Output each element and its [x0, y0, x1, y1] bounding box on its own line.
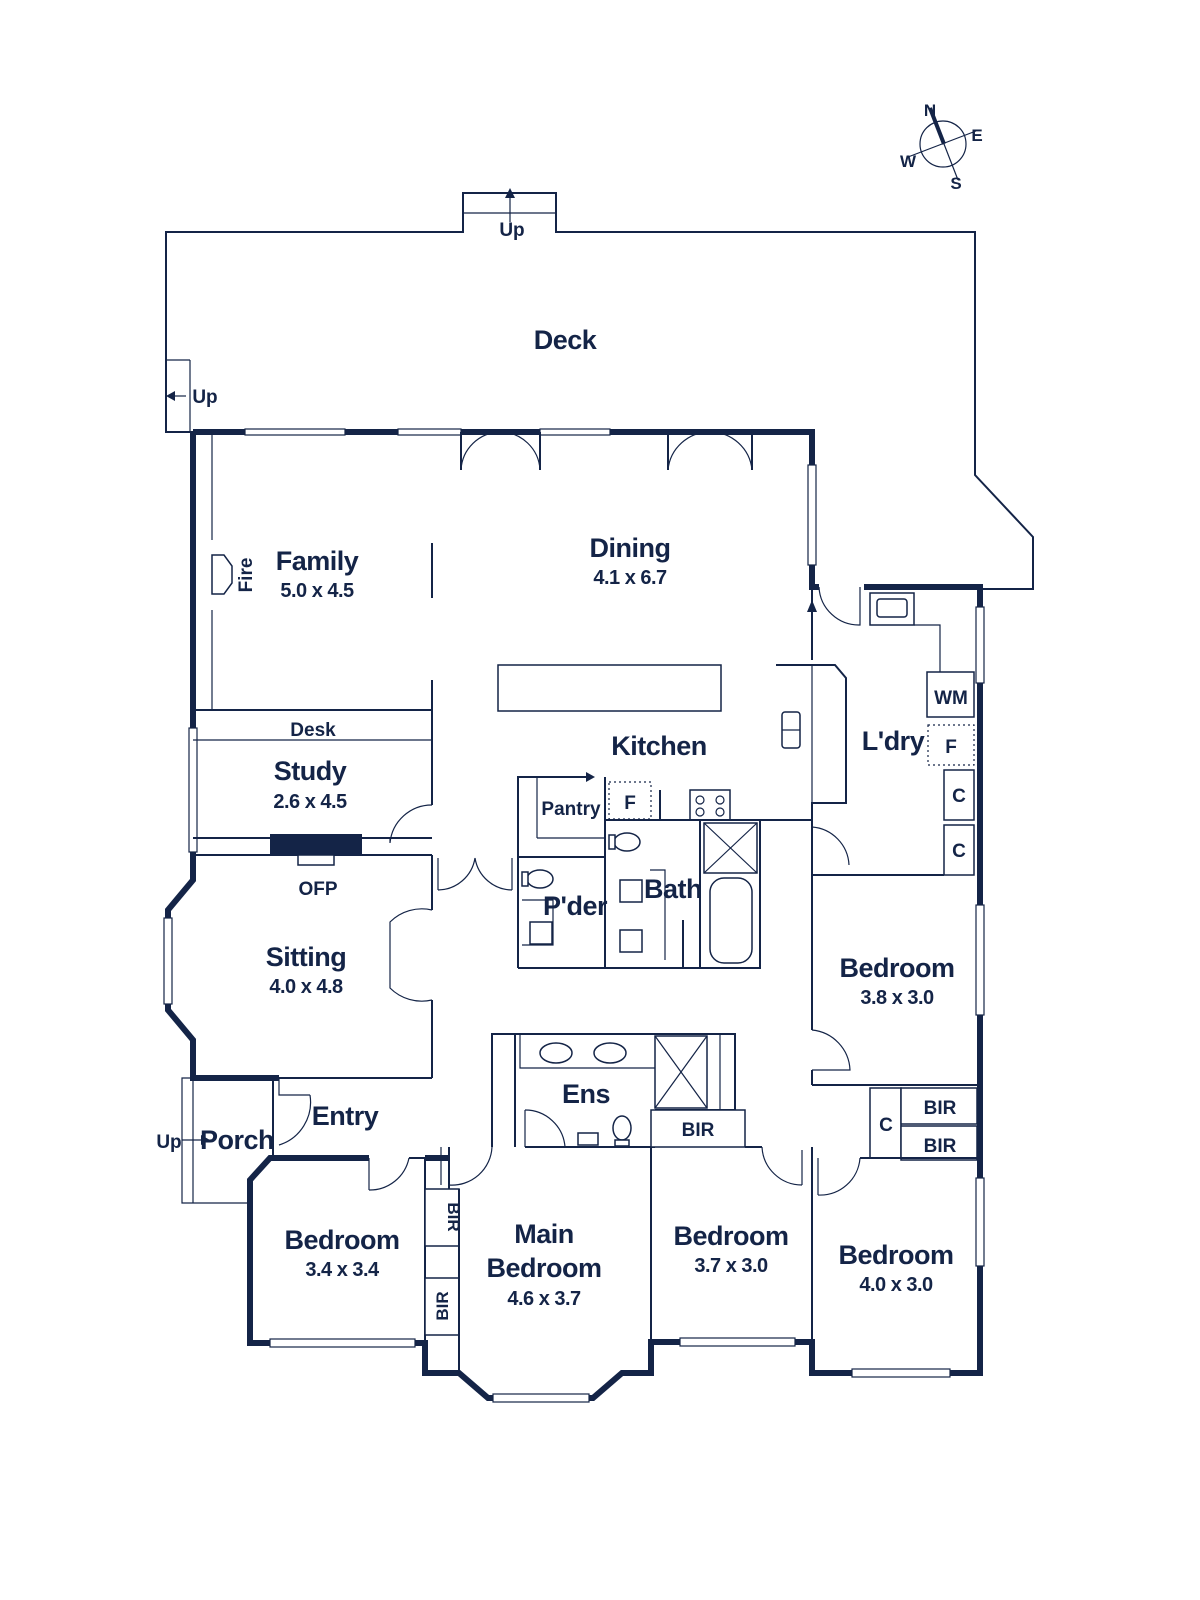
compass-north: N	[924, 101, 936, 120]
bathtub-icon	[709, 877, 753, 964]
laundry-label: L'dry	[862, 726, 925, 756]
main-bedroom-label-2: Bedroom	[486, 1253, 601, 1283]
toilet-icon	[526, 869, 554, 889]
bedroom-mid-size: 3.7 x 3.0	[694, 1255, 768, 1277]
fridge-laundry-label: F	[945, 737, 957, 758]
compass-icon: N E S W	[900, 101, 983, 193]
bir-main-2-label: BIR	[433, 1291, 452, 1320]
bedroom-east-label: Bedroom	[839, 953, 954, 983]
dining-room-size: 4.1 x 6.7	[593, 567, 667, 589]
bir-hall-2	[900, 1125, 978, 1161]
bir-main-1-label: BIR	[444, 1202, 463, 1231]
pantry-label: Pantry	[541, 799, 601, 820]
kitchen-island	[497, 664, 722, 712]
sitting-room-label: Sitting	[266, 942, 346, 972]
sitting-room: Sitting 4.0 x 4.8	[193, 855, 513, 1079]
cupboard-laundry-1	[943, 769, 975, 821]
ensuite-toilet-icon	[612, 1115, 632, 1141]
bedroom-west: Bedroom 3.4 x 3.4	[284, 1158, 426, 1343]
fireplace-label: Fire	[236, 558, 257, 593]
bedroom-se: Bedroom 4.0 x 3.0	[817, 1157, 980, 1296]
bedroom-se-size: 4.0 x 3.0	[859, 1274, 933, 1296]
cupboard-laundry-1-label: C	[952, 786, 966, 807]
bedroom-east-size: 3.8 x 3.0	[860, 987, 934, 1009]
entry: Entry	[272, 1078, 425, 1191]
family-room-size: 5.0 x 4.5	[280, 580, 354, 602]
powder-room: P'der	[518, 856, 608, 969]
entry-label: Entry	[312, 1101, 379, 1131]
ensuite: Ens BIR	[491, 1033, 746, 1148]
windows	[163, 428, 985, 1403]
sitting-room-size: 4.0 x 4.8	[269, 976, 343, 998]
deck-steps-west: Up	[166, 387, 218, 408]
hall-storage: C BIR BIR	[869, 1087, 978, 1161]
kitchen-label: Kitchen	[611, 731, 707, 761]
deck-steps-west-label: Up	[192, 387, 217, 408]
fireplace-icon	[211, 554, 233, 595]
study-size: 2.6 x 4.5	[273, 791, 347, 813]
bedroom-west-size: 3.4 x 3.4	[305, 1259, 380, 1281]
main-bedroom: BIR BIR Main Bedroom 4.6 x 3.7	[424, 1146, 652, 1373]
ofp-label: OFP	[298, 879, 337, 900]
bedroom-mid: Bedroom 3.7 x 3.0	[673, 1146, 813, 1342]
family-room-label: Family	[276, 546, 359, 576]
bir-hall-2-label: BIR	[924, 1136, 957, 1157]
washing-machine-icon	[926, 671, 975, 718]
study-label: Study	[274, 756, 347, 786]
cupboard-laundry-2-label: C	[952, 841, 966, 862]
powder-room-label: P'der	[543, 891, 608, 921]
bir-hall-1	[900, 1087, 978, 1125]
bathroom-label: Bath	[644, 874, 702, 904]
bath-toilet-icon	[613, 832, 641, 852]
open-fireplace-icon	[270, 834, 362, 855]
porch-steps-label: Up	[156, 1132, 181, 1153]
cupboard-laundry-2	[943, 824, 975, 876]
porch: Up Porch	[156, 1077, 275, 1204]
vanity-basin-1-icon	[539, 1042, 573, 1064]
deck-label: Deck	[534, 325, 598, 355]
bir-ensuite-label: BIR	[682, 1120, 715, 1141]
bedroom-west-label: Bedroom	[284, 1225, 399, 1255]
bir-ensuite	[650, 1109, 746, 1148]
compass-east: E	[971, 126, 982, 145]
porch-label: Porch	[200, 1125, 274, 1155]
bir-hall-1-label: BIR	[924, 1098, 957, 1119]
bathroom: Bath	[605, 819, 761, 969]
main-bedroom-size: 4.6 x 3.7	[507, 1288, 581, 1310]
bedroom-mid-label: Bedroom	[673, 1221, 788, 1251]
cooktop-icon	[689, 789, 731, 821]
study: Desk Study 2.6 x 4.5 OFP	[193, 680, 433, 900]
bedroom-se-label: Bedroom	[838, 1240, 953, 1270]
compass-west: W	[900, 152, 917, 171]
dining-room-label: Dining	[590, 533, 671, 563]
compass-south: S	[950, 174, 961, 193]
washing-machine-label: WM	[934, 688, 968, 709]
kitchen: Kitchen	[497, 664, 847, 821]
fridge-laundry-icon	[927, 724, 975, 766]
ensuite-label: Ens	[562, 1079, 610, 1109]
family-room: Fire Family 5.0 x 4.5	[211, 432, 433, 710]
deck-steps-north: Up	[499, 188, 525, 241]
dining-room: Dining 4.1 x 6.7	[590, 533, 817, 660]
desk-label: Desk	[290, 720, 336, 741]
cupboard-hall-label: C	[879, 1115, 893, 1136]
deck-steps-north-label: Up	[499, 220, 524, 241]
main-bedroom-label-1: Main	[514, 1219, 574, 1249]
laundry: WM F C C L'dry	[811, 586, 975, 876]
bedroom-east: Bedroom 3.8 x 3.0	[811, 875, 980, 1086]
fridge-kitchen-label: F	[624, 793, 636, 814]
deck	[165, 192, 1034, 590]
french-doors	[460, 431, 753, 471]
vanity-basin-2-icon	[593, 1042, 627, 1064]
